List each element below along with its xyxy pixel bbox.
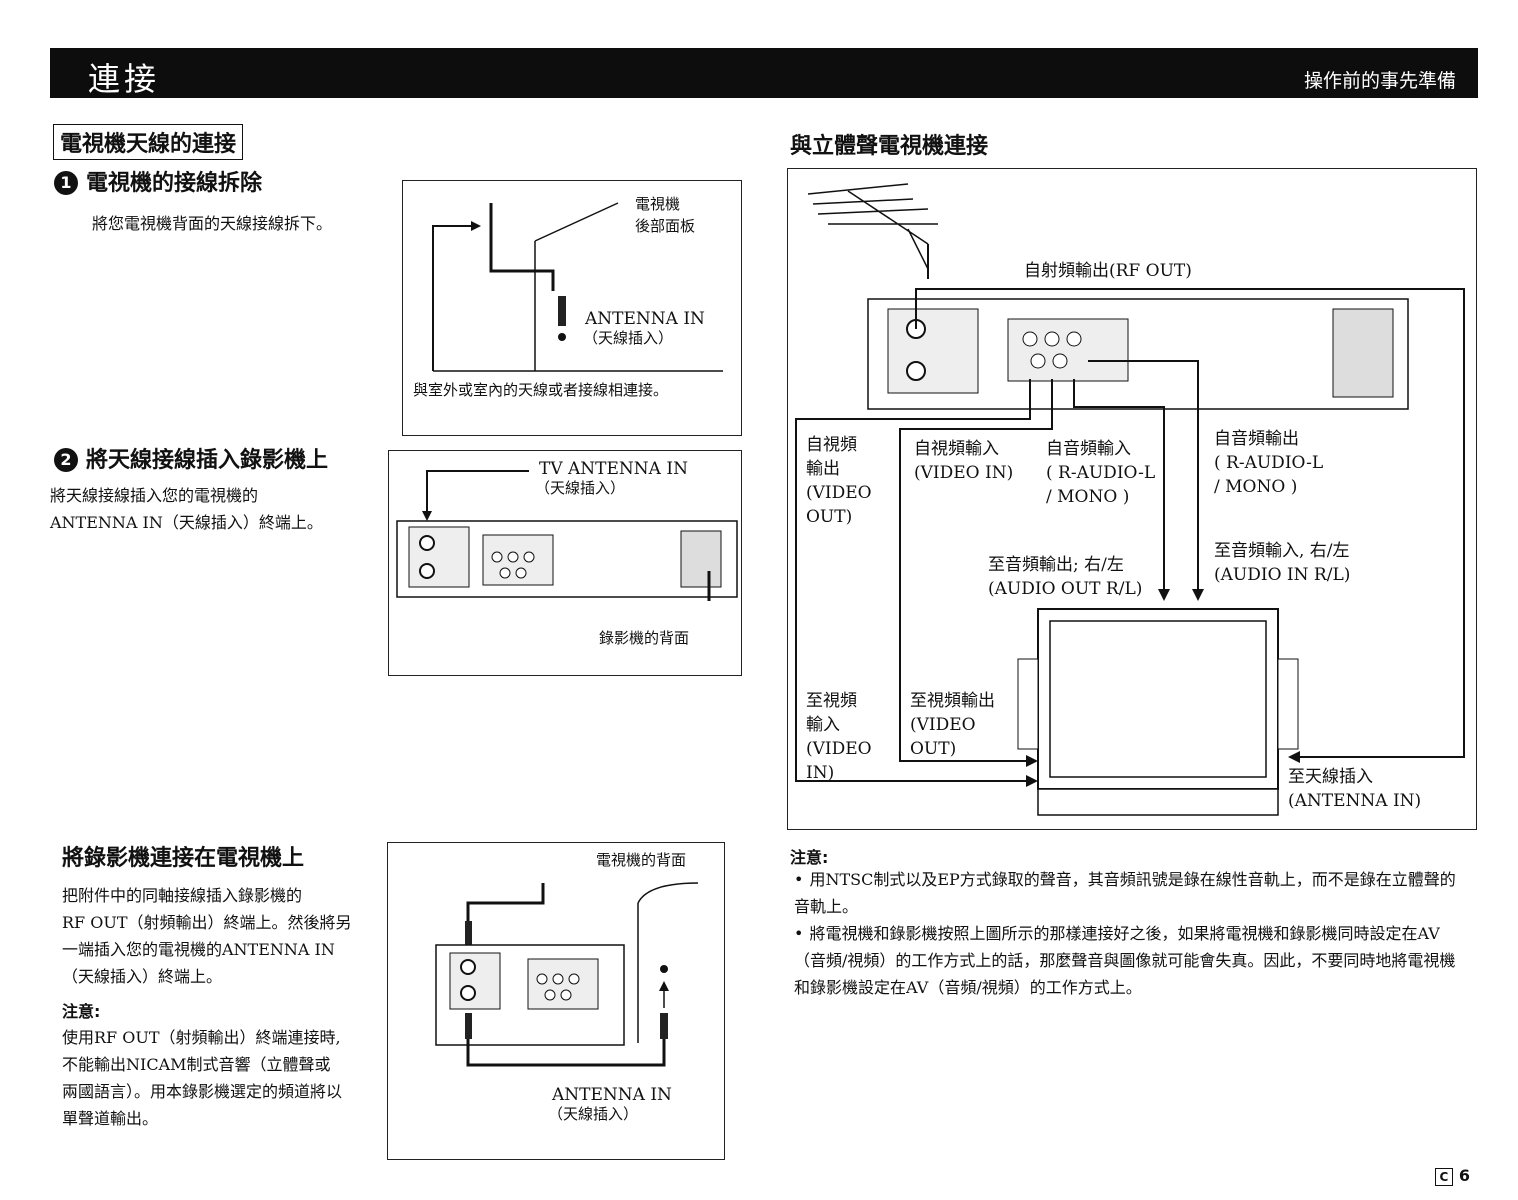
- figure-tv-back-panel: 電視機 後部面板 ANTENNA IN （天線插入） 與室外或室內的天線或者接線…: [402, 180, 742, 436]
- stereo-note-1: 用NTSC制式以及EP方式錄取的聲音，其音頻訊號是錄在線性音軌上，而不是錄在立體…: [794, 866, 1464, 920]
- step1-heading: 1 電視機的接線拆除: [54, 165, 262, 197]
- step2-heading: 2 將天線接線插入錄影機上: [54, 442, 328, 474]
- figure-stereo-connection: 自射頻輸出(RF OUT) 自視頻 輸出 (VIDEO OUT) 自視頻輸入 (…: [787, 168, 1477, 830]
- label-rf-out: 自射頻輸出(RF OUT): [1024, 261, 1192, 281]
- section-title-tv-antenna: 電視機天線的連接: [53, 124, 244, 160]
- label-audio-in-from: 自音頻輸入 ( R-AUDIO-L / MONO ): [1046, 439, 1156, 507]
- tv-antenna-in-cn-label: （天線插入）: [535, 479, 626, 497]
- stereo-title: 與立體聲電視機連接: [790, 134, 989, 159]
- step2-text: 將天線接線插入您的電視機的 ANTENNA IN（天線插入）終端上。: [50, 486, 323, 532]
- header-bar: [50, 48, 1478, 98]
- stereo-connection-diagram: [795, 183, 1465, 816]
- step2-number: 2: [54, 448, 78, 472]
- label-video-out-to: 至視頻輸出 (VIDEO OUT): [910, 691, 995, 759]
- step1-title: 電視機的接線拆除: [86, 171, 263, 196]
- page-subtitle: 操作前的事先準備: [1303, 70, 1456, 92]
- antenna-in-label: ANTENNA IN: [585, 309, 705, 329]
- step2-title: 將天線接線插入錄影機上: [86, 448, 329, 473]
- antenna-in-cn-label: （天線插入）: [583, 329, 674, 347]
- rf-connection-diagram: [435, 882, 699, 1067]
- tv-antenna-in-label: TV ANTENNA IN: [539, 459, 688, 479]
- label-video-in-from: 自視頻輸入 (VIDEO IN): [914, 439, 1014, 483]
- vcr-to-tv-text: 把附件中的同軸接線插入錄影機的 RF OUT（射頻輸出）終端上。然後將另 一端插…: [62, 886, 352, 986]
- antenna-disconnect-diagram: [432, 202, 723, 372]
- step1-text: 將您電視機背面的天線接線拆下。: [92, 214, 333, 233]
- step1-number: 1: [54, 171, 78, 195]
- figure-rf-connection: 電視機的背面 ANTENNA IN （天線插入）: [387, 842, 725, 1160]
- stereo-notes-list: 用NTSC制式以及EP方式錄取的聲音，其音頻訊號是錄在線性音軌上，而不是錄在立體…: [794, 866, 1464, 1001]
- label-audio-out-from: 自音頻輸出 ( R-AUDIO-L / MONO ): [1214, 429, 1324, 497]
- stereo-note-2: 將電視機和錄影機按照上圖所示的那樣連接好之後，如果將電視機和錄影機同時設定在AV…: [794, 920, 1464, 1001]
- label-video-in-to: 至視頻 輸入 (VIDEO IN): [806, 691, 872, 783]
- figure1-caption: 與室外或室內的天線或者接線相連接。: [413, 381, 669, 399]
- label-antenna-in-to: 至天線插入 (ANTENNA IN): [1288, 767, 1422, 811]
- rf-antenna-in-cn-label: （天線插入）: [548, 1105, 639, 1123]
- stereo-note-title: 注意:: [790, 848, 829, 867]
- tv-back-label: 電視機的背面: [596, 851, 687, 869]
- vcr-to-tv-note-title: 注意:: [62, 1002, 101, 1021]
- rf-antenna-in-label: ANTENNA IN: [552, 1085, 672, 1105]
- vcr-to-tv-title: 將錄影機連接在電視機上: [62, 846, 305, 871]
- label-audio-out-to: 至音頻輸出; 右/左 (AUDIO OUT R/L): [988, 555, 1143, 599]
- figure2-caption: 錄影機的背面: [599, 629, 690, 647]
- vcr-back-diagram: [396, 470, 738, 601]
- label-audio-in-to: 至音頻輸入, 右/左 (AUDIO IN R/L): [1214, 541, 1351, 585]
- page-title: 連接: [88, 60, 161, 98]
- page-letter: C: [1434, 1168, 1453, 1186]
- tv-back-panel-label: 電視機 後部面板: [635, 195, 696, 235]
- vcr-to-tv-note-text: 使用RF OUT（射頻輸出）終端連接時, 不能輸出NICAM制式音響（立體聲或 …: [62, 1028, 343, 1128]
- page-number-value: 6: [1458, 1166, 1470, 1185]
- figure-vcr-back: TV ANTENNA IN （天線插入） 錄影機的背面: [388, 450, 742, 676]
- label-video-out-from: 自視頻 輸出 (VIDEO OUT): [806, 435, 872, 527]
